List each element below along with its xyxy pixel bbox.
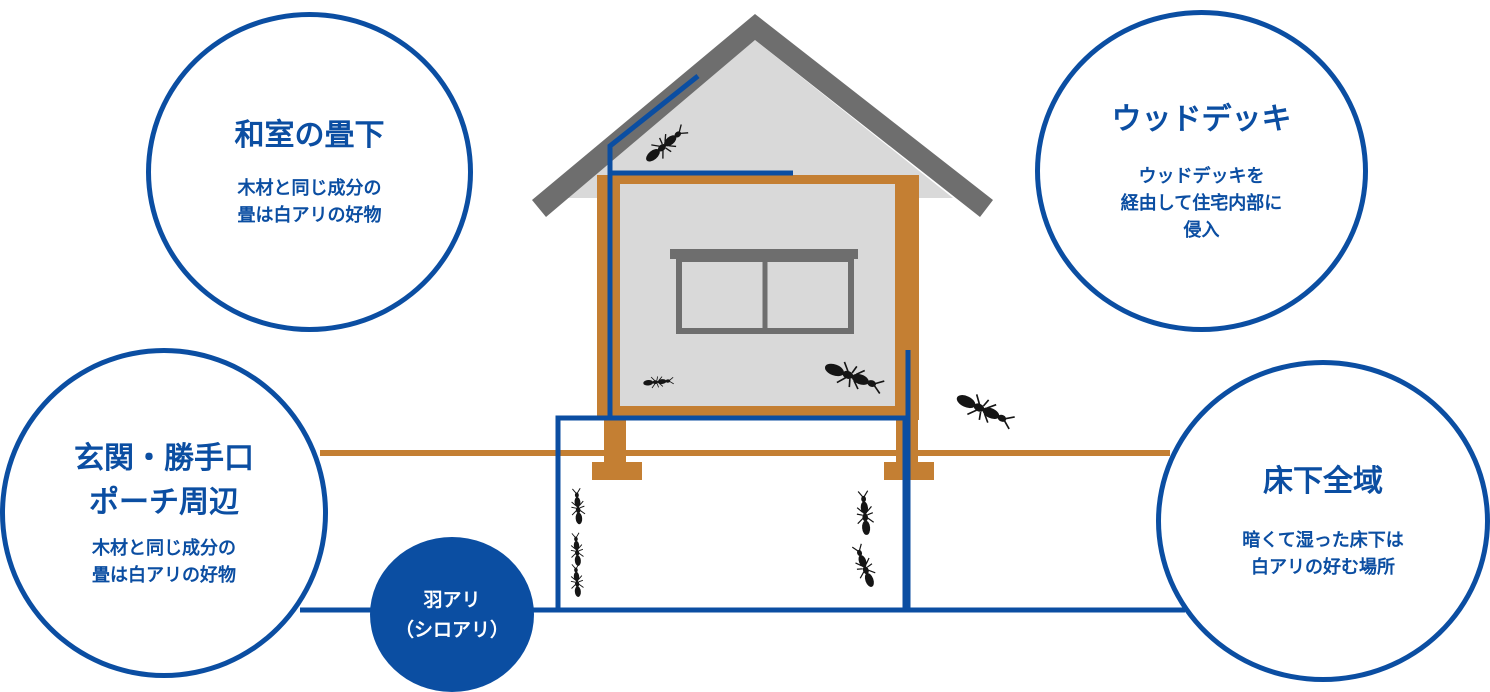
bubble-label-line: 羽アリ bbox=[423, 588, 481, 611]
bubble-description-line: 木材と同じ成分の bbox=[92, 538, 236, 559]
bubble-description-line: 侵入 bbox=[1183, 219, 1220, 241]
bubble-title-line: ポーチ周辺 bbox=[89, 485, 239, 520]
termite-icon bbox=[569, 563, 585, 598]
bubble-title: 和室の畳下 bbox=[234, 118, 385, 153]
bubble-washitsu: 和室の畳下 木材と同じ成分の 畳は白アリの好物 bbox=[146, 12, 473, 332]
bubble-description-line: 白アリの好む場所 bbox=[1251, 557, 1395, 578]
bubble-title: ウッドデッキ bbox=[1111, 101, 1292, 137]
bubble-description: ウッドデッキを 経由して住宅内部に 侵入 bbox=[1121, 163, 1282, 244]
bubble-title: 玄関・勝手口 ポーチ周辺 bbox=[74, 437, 254, 525]
termite-icon bbox=[569, 487, 587, 526]
bubble-description-line: 畳は白アリの好物 bbox=[237, 205, 382, 226]
ground-line bbox=[320, 450, 1170, 456]
bubble-description-line: 木材と同じ成分の bbox=[237, 178, 382, 199]
bubble-description: 暗くて湿った床下は 白アリの好む場所 bbox=[1242, 527, 1403, 581]
bubble-description: 木材と同じ成分の 畳は白アリの好物 bbox=[238, 175, 382, 229]
termite-icon bbox=[569, 532, 585, 567]
bubble-entrance-porch: 玄関・勝手口 ポーチ周辺 木材と同じ成分の 畳は白アリの好物 bbox=[0, 348, 328, 678]
bubble-description-line: 暗くて湿った床下は bbox=[1242, 530, 1404, 551]
bubble-underfloor: 床下全域 暗くて湿った床下は 白アリの好む場所 bbox=[1156, 360, 1490, 682]
termite-icon bbox=[848, 542, 880, 591]
bubble-description: 木材と同じ成分の 畳は白アリの好物 bbox=[92, 535, 236, 589]
bubble-description-line: 経由して住宅内部に bbox=[1120, 192, 1283, 214]
bubble-description-line: ウッドデッキを bbox=[1138, 165, 1265, 187]
bubble-wood-deck: ウッドデッキ ウッドデッキを 経由して住宅内部に 侵入 bbox=[1035, 10, 1368, 332]
termite-icon bbox=[854, 489, 876, 537]
bubble-title-line: 玄関・勝手口 bbox=[74, 441, 254, 476]
window bbox=[670, 249, 858, 334]
house bbox=[532, 14, 993, 480]
bubble-description-line: 畳は白アリの好物 bbox=[92, 565, 236, 586]
bubble-label-line: （シロアリ） bbox=[394, 618, 509, 641]
bubble-title: 床下全域 bbox=[1263, 464, 1383, 499]
bubble-winged-termite: 羽アリ （シロアリ） bbox=[370, 537, 534, 692]
termite-icon bbox=[951, 386, 1018, 434]
